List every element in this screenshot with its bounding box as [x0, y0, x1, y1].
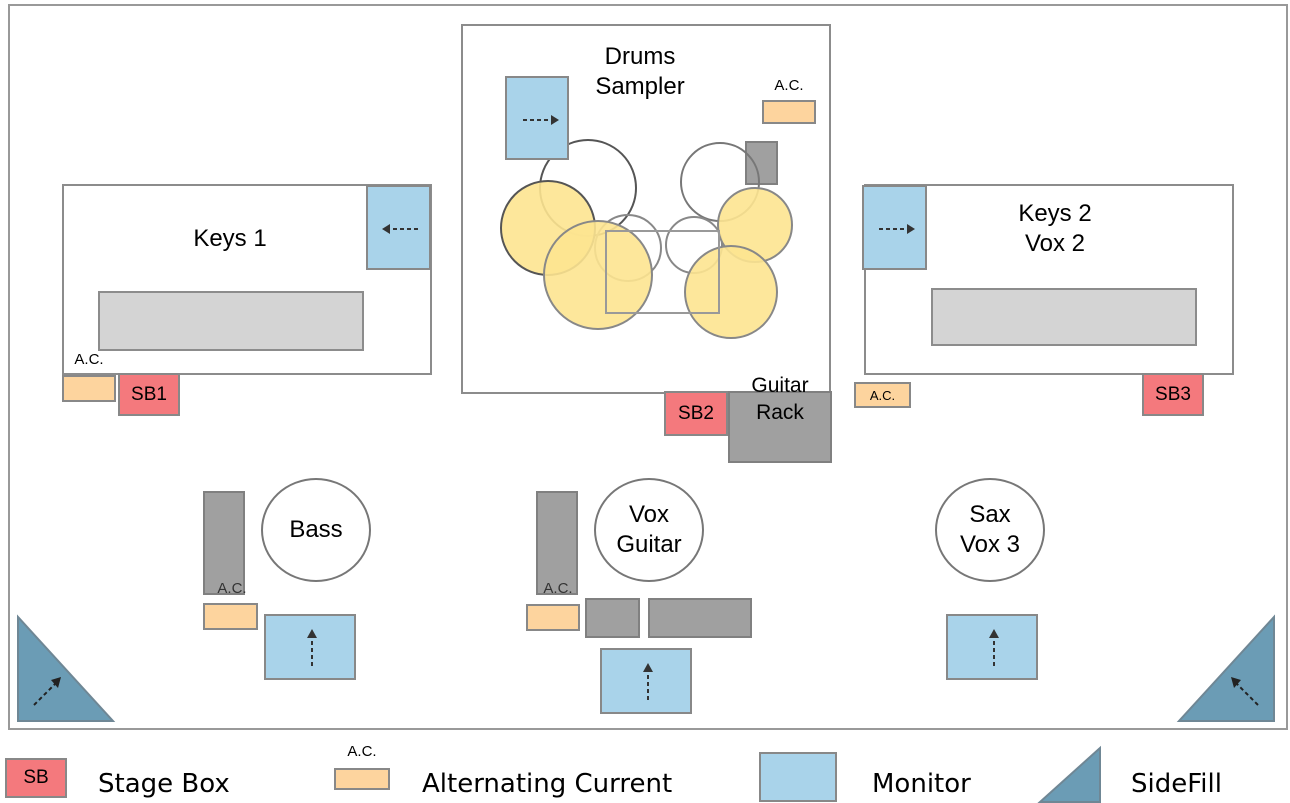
pedalboard-small[interactable] [585, 598, 640, 638]
drum-kit-shapes [500, 139, 793, 339]
keys1-keyboard[interactable] [98, 291, 364, 351]
legend-stage-box-label: Stage Box [98, 769, 230, 799]
stage-box-2[interactable]: SB2 [664, 391, 728, 436]
vox-guitar-ac-label: A.C. [543, 580, 573, 597]
legend-ac-label: Alternating Current [422, 769, 673, 799]
legend-monitor-swatch [759, 752, 837, 802]
vox-guitar-ac-outlet[interactable] [526, 604, 580, 631]
drum-ac-outlet[interactable] [762, 100, 816, 124]
pedalboard-large[interactable] [648, 598, 752, 638]
keys2-ac-outlet[interactable]: A.C. [854, 382, 911, 408]
legend-stage-box-swatch: SB [5, 758, 67, 798]
legend-ac-symbol-label: A.C. [347, 743, 377, 760]
guitar-amp-tall[interactable] [536, 491, 578, 595]
bass-amp[interactable] [203, 491, 245, 595]
vox-guitar-monitor[interactable] [600, 648, 692, 714]
stage-outline [8, 4, 1288, 730]
sax-monitor[interactable] [946, 614, 1038, 680]
keys1-ac-label: A.C. [74, 351, 104, 368]
bass-ac-label: A.C. [217, 580, 247, 597]
keys1-label: Keys 1 [193, 225, 267, 252]
legend-ac-swatch [334, 768, 390, 790]
vox-guitar-position[interactable]: Vox Guitar [594, 478, 704, 582]
bass-ac-outlet[interactable] [203, 603, 258, 630]
drum-right-large [684, 245, 778, 339]
drum-center-large [543, 220, 653, 330]
keys2-label: Keys 2 Vox 2 [1018, 200, 1092, 257]
keys1-ac-outlet[interactable] [62, 375, 116, 402]
legend-sidefill-label: SideFill [1131, 769, 1222, 799]
sax-position[interactable]: Sax Vox 3 [935, 478, 1045, 582]
legend-monitor-label: Monitor [872, 769, 971, 799]
bass-monitor[interactable] [264, 614, 356, 680]
drum-ac-label: A.C. [774, 77, 804, 94]
drum-sampler-unit[interactable] [745, 141, 778, 185]
guitar-rack-label: Guitar Rack [751, 374, 809, 424]
bass-position[interactable]: Bass [261, 478, 371, 582]
keys2-keyboard[interactable] [931, 288, 1197, 346]
drums-label: Drums Sampler [595, 43, 685, 100]
keys2-monitor[interactable] [862, 185, 927, 270]
stage-box-1[interactable]: SB1 [118, 373, 180, 416]
stage-box-3[interactable]: SB3 [1142, 373, 1204, 416]
keys1-monitor[interactable] [366, 185, 431, 270]
drum-throne [605, 230, 720, 314]
drum-monitor[interactable] [505, 76, 569, 160]
guitar-rack[interactable] [728, 391, 832, 463]
